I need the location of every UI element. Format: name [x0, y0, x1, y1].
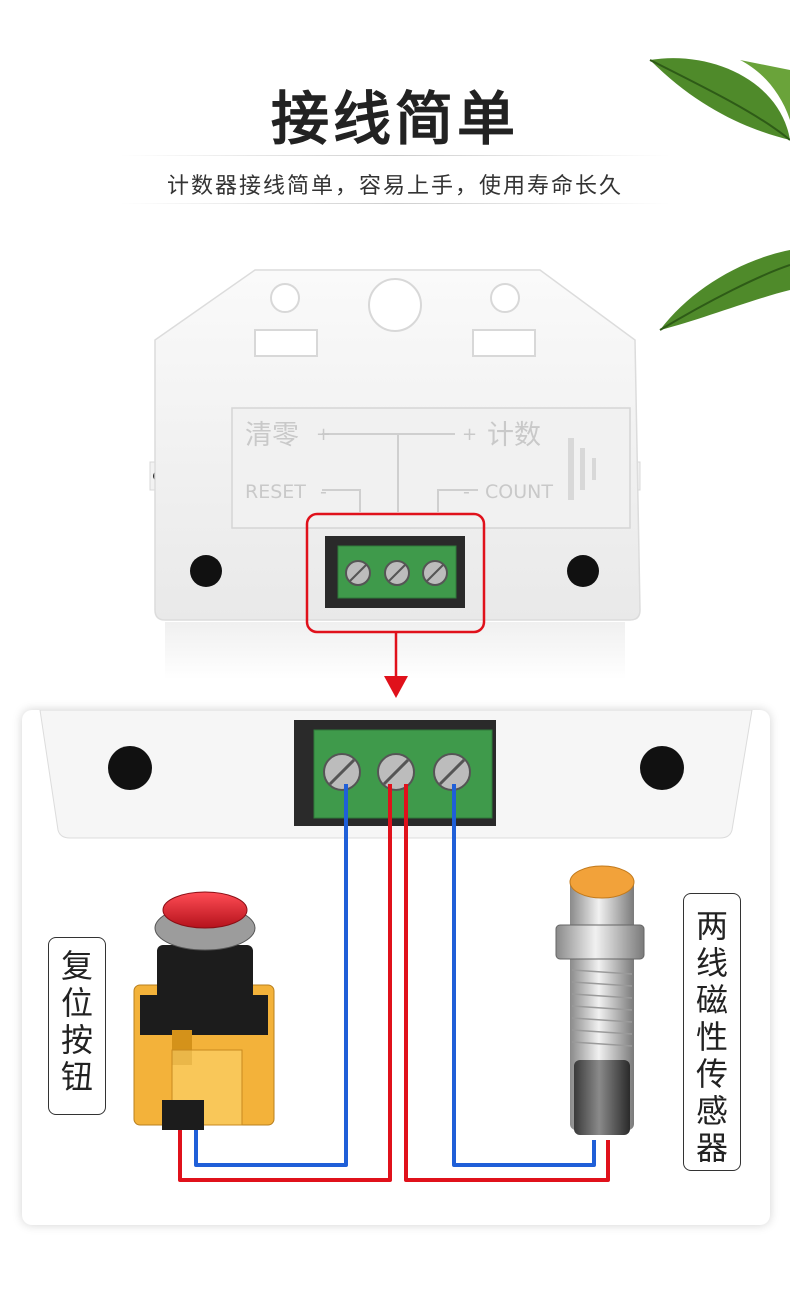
- reset-cn-label: 清零: [245, 420, 299, 451]
- page-title: 接线简单: [270, 85, 519, 153]
- divider: [120, 155, 670, 156]
- count-en-label: COUNT: [485, 481, 553, 503]
- magnetic-sensor-image: [555, 865, 645, 1135]
- page-subtitle: 计数器接线简单，容易上手，使用寿命长久: [166, 174, 623, 199]
- minus-sign: -: [463, 481, 470, 503]
- reset-button-label: 复 位 按 钮: [48, 937, 106, 1115]
- plus-sign: +: [316, 424, 331, 445]
- reset-push-button-image: [133, 891, 275, 1130]
- counter-device-back: 清零 + + 计数 RESET - - COUNT: [149, 269, 641, 680]
- divider: [120, 203, 670, 204]
- plus-sign: +: [462, 424, 477, 445]
- reset-en-label: RESET: [245, 481, 306, 503]
- sensor-label: 两 线 磁 性 传 感 器: [683, 893, 741, 1171]
- arrow-down-icon: [384, 676, 408, 698]
- wiring-diagram: [39, 710, 753, 1182]
- terminal-screws: [345, 560, 448, 586]
- count-cn-label: 计数: [487, 420, 541, 451]
- minus-sign: -: [320, 481, 327, 503]
- leaf-icon: [649, 58, 790, 331]
